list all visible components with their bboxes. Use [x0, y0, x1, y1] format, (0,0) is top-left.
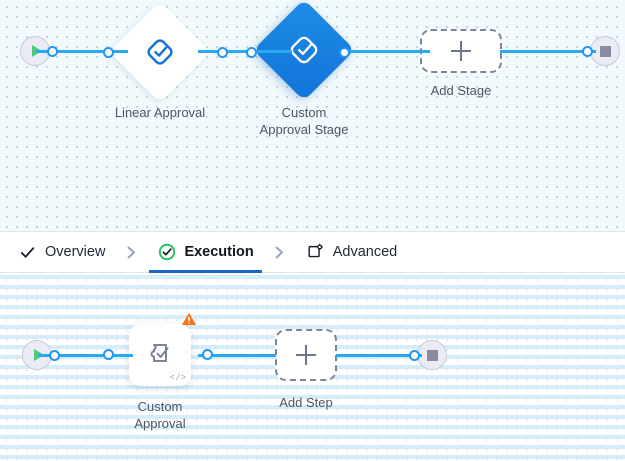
add-stage-node[interactable] — [420, 29, 502, 73]
tab-advanced-label: Advanced — [332, 244, 398, 260]
stage-node-linear-approval[interactable] — [103, 1, 228, 103]
linear-approval-output-port[interactable] — [217, 47, 228, 58]
end-input-port[interactable] — [582, 46, 593, 57]
step-caption-custom-approval: Custom Approval — [134, 399, 186, 431]
end-terminal[interactable] — [417, 340, 447, 370]
add-stage-caption: Add Stage — [430, 83, 492, 98]
start-output-port[interactable] — [49, 350, 60, 361]
advanced-settings-icon — [306, 243, 325, 262]
stage-caption-custom-approval-stage: Custom Approval Stage — [259, 105, 349, 137]
stage-node-custom-approval-stage[interactable] — [246, 0, 355, 101]
tab-advanced[interactable]: Advanced — [302, 232, 402, 272]
add-step-node[interactable] — [275, 329, 337, 381]
stop-icon — [599, 45, 611, 57]
check-circle-icon — [157, 243, 176, 262]
tab-overview[interactable]: Overview — [14, 232, 109, 272]
edge-custom-approval-to-add-step — [198, 354, 276, 357]
code-snippet-icon: </> — [169, 373, 186, 383]
tab-execution-label: Execution — [184, 244, 254, 260]
stage-section-tabs[interactable]: Overview Execution — [0, 231, 625, 273]
step-flow-canvas[interactable]: </> Custom Approval Add Step — [0, 273, 625, 461]
tab-overview-label: Overview — [45, 244, 106, 260]
approval-check-icon — [145, 37, 175, 67]
approval-check-icon — [288, 34, 320, 66]
check-icon — [18, 243, 37, 262]
edge-linear-to-custom-approval — [198, 50, 292, 53]
step-card[interactable]: </> — [129, 312, 197, 386]
custom-approval-icon — [143, 336, 177, 375]
edge-custom-approval-to-add-stage — [340, 50, 430, 53]
add-stage-button[interactable] — [420, 29, 502, 73]
end-input-port[interactable] — [409, 350, 420, 361]
tab-execution[interactable]: Execution — [149, 232, 263, 273]
add-step-caption: Add Step — [279, 395, 333, 410]
custom-approval-stage-output-port[interactable] — [339, 47, 350, 58]
custom-approval-stage-input-port[interactable] — [246, 47, 257, 58]
step-end-node[interactable] — [409, 340, 447, 370]
custom-approval-output-port[interactable] — [202, 349, 213, 360]
custom-approval-input-port[interactable] — [103, 349, 114, 360]
chevron-right-icon — [258, 232, 302, 272]
plus-icon — [451, 41, 471, 61]
step-node-custom-approval[interactable]: </> — [103, 312, 213, 386]
edge-add-stage-to-end — [500, 50, 596, 53]
stage-flow-canvas[interactable]: Linear Approval Custom Approval Stage Ad… — [0, 0, 625, 231]
start-output-port[interactable] — [47, 46, 58, 57]
chevron-right-icon — [109, 232, 153, 272]
add-step-button[interactable] — [275, 329, 337, 381]
edge-add-step-to-end — [336, 354, 422, 357]
stop-icon — [426, 349, 438, 361]
stage-diamond-selected[interactable] — [253, 0, 355, 101]
plus-icon — [296, 345, 316, 365]
stage-caption-linear-approval: Linear Approval — [114, 105, 206, 120]
stage-diamond[interactable] — [109, 1, 211, 103]
linear-approval-input-port[interactable] — [103, 47, 114, 58]
edge-start-to-custom-approval — [38, 354, 133, 357]
edge-start-to-linear-approval — [36, 50, 128, 53]
warning-icon — [181, 311, 197, 327]
